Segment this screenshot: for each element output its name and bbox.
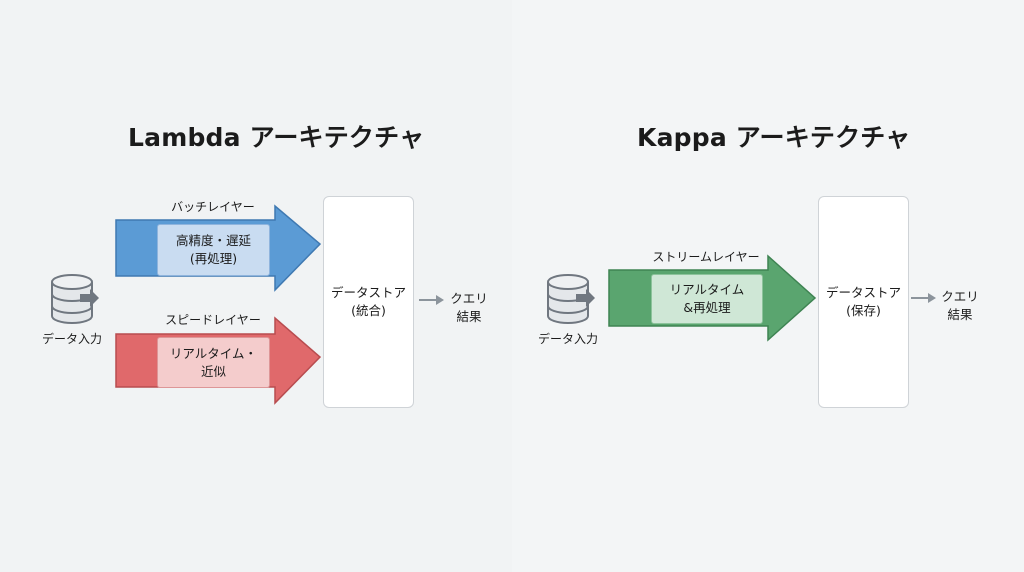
stream-layer-line2: &再処理 <box>683 300 731 315</box>
kappa-data-store: データストア (保存) <box>818 196 909 408</box>
stream-layer-line1: リアルタイム <box>669 282 745 297</box>
kappa-output-line1: クエリ <box>941 289 979 304</box>
lambda-output-arrow <box>419 295 444 305</box>
batch-layer-label: バッチレイヤー <box>171 200 255 214</box>
kappa-output-line2: 結果 <box>947 307 973 322</box>
lambda-input-label: データ入力 <box>41 332 103 346</box>
lambda-title: Lambda アーキテクチャ <box>128 123 425 152</box>
lambda-query-result: クエリ 結果 <box>448 290 490 326</box>
database-icon <box>51 274 99 324</box>
batch-layer-line2: (再処理) <box>189 251 238 266</box>
speed-layer-line1: リアルタイム・ <box>169 345 258 361</box>
stream-layer-box: リアルタイム &再処理 <box>651 274 763 324</box>
lambda-data-store: データストア (統合) <box>323 196 414 408</box>
lambda-output-line1: クエリ <box>450 291 488 306</box>
stream-layer-label: ストリームレイヤー <box>652 250 760 264</box>
kappa-title: Kappa アーキテクチャ <box>637 123 911 152</box>
kappa-input-label: データ入力 <box>537 332 599 346</box>
batch-layer-box: 高精度・遅延 (再処理) <box>157 224 270 276</box>
lambda-output-line2: 結果 <box>456 309 482 324</box>
lambda-store-line1: データストア <box>330 285 406 300</box>
kappa-store-line1: データストア <box>825 285 901 300</box>
speed-layer-box: リアルタイム・ 近似 <box>157 337 270 388</box>
kappa-query-result: クエリ 結果 <box>939 288 981 324</box>
kappa-output-arrow <box>911 293 936 303</box>
kappa-store-line2: (保存) <box>846 303 881 318</box>
speed-layer-line2: 近似 <box>200 363 226 379</box>
lambda-store-line2: (統合) <box>351 303 386 318</box>
database-icon <box>547 274 595 324</box>
batch-layer-line1: 高精度・遅延 <box>175 233 251 248</box>
speed-layer-label: スピードレイヤー <box>165 313 261 327</box>
